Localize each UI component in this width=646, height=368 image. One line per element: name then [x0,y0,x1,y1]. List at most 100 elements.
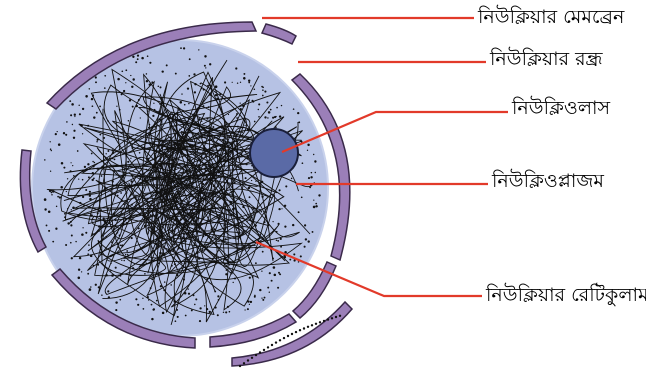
chromatin-granule [150,287,152,289]
chromatin-granule [198,49,199,50]
chromatin-granule [278,208,280,210]
chromatin-granule [301,196,303,198]
chromatin-granule [259,289,261,291]
label-nuclear-membrane: নিউক্লিয়ার মেমব্রেন [478,8,624,27]
chromatin-granule [159,252,162,255]
chromatin-granule [202,183,204,185]
chromatin-granule [261,271,262,272]
chromatin-granule [92,161,94,163]
chromatin-granule [166,115,168,117]
chromatin-granule [216,142,218,144]
chromatin-granule [180,241,182,243]
chromatin-granule [194,304,196,306]
chromatin-granule [48,211,51,214]
chromatin-granule [264,211,265,212]
ribosome-dot [327,318,329,320]
chromatin-granule [242,206,244,208]
ribosome-dot [323,320,325,322]
chromatin-granule [217,314,219,316]
chromatin-granule [250,85,251,86]
chromatin-granule [164,163,165,164]
chromatin-granule [219,93,221,95]
chromatin-granule [215,307,217,309]
chromatin-granule [77,150,79,152]
chromatin-granule [235,201,237,203]
chromatin-granule [160,285,162,287]
chromatin-granule [239,132,240,133]
chromatin-granule [213,193,215,195]
chromatin-granule [92,105,94,107]
ribosome-dot [339,315,341,317]
chromatin-granule [236,236,238,238]
chromatin-granule [293,253,295,255]
chromatin-granule [199,307,201,309]
chromatin-granule [230,201,233,204]
chromatin-granule [135,298,137,300]
chromatin-granule [298,261,300,263]
chromatin-granule [112,180,114,182]
chromatin-granule [93,165,95,167]
chromatin-granule [95,76,97,78]
chromatin-granule [148,183,150,185]
chromatin-granule [101,166,103,168]
chromatin-granule [94,162,96,164]
chromatin-granule [220,148,222,150]
chromatin-granule [146,73,148,75]
chromatin-granule [206,278,208,280]
chromatin-granule [252,100,254,102]
chromatin-granule [195,237,196,238]
chromatin-granule [180,203,181,204]
chromatin-granule [246,200,247,201]
chromatin-granule [160,119,162,121]
chromatin-granule [132,267,134,269]
chromatin-granule [281,105,282,106]
chromatin-granule [78,269,80,271]
chromatin-granule [126,250,128,252]
chromatin-granule [44,198,47,201]
chromatin-granule [149,84,151,86]
chromatin-granule [179,223,180,224]
nucleolus [250,129,298,177]
chromatin-granule [298,211,300,213]
chromatin-granule [217,182,219,184]
chromatin-granule [247,300,249,302]
chromatin-granule [100,254,102,256]
chromatin-granule [308,240,310,242]
chromatin-granule [82,133,83,134]
chromatin-granule [175,218,177,220]
chromatin-granule [124,148,125,149]
chromatin-granule [198,226,200,228]
chromatin-granule [170,238,173,241]
chromatin-granule [158,110,160,112]
chromatin-granule [174,263,176,265]
chromatin-granule [194,91,196,93]
chromatin-granule [314,160,316,162]
chromatin-granule [309,187,311,189]
chromatin-granule [79,113,81,115]
chromatin-granule [135,198,137,200]
chromatin-granule [100,209,102,211]
chromatin-granule [46,224,48,226]
chromatin-granule [248,246,250,248]
chromatin-granule [82,108,84,110]
ribosome-dot [307,326,309,328]
chromatin-granule [140,178,142,180]
chromatin-granule [246,221,248,223]
chromatin-granule [273,266,276,269]
chromatin-granule [270,109,272,111]
chromatin-granule [145,206,146,207]
chromatin-granule [251,216,253,218]
chromatin-granule [145,169,147,171]
chromatin-granule [151,278,153,280]
chromatin-granule [137,55,139,57]
ribosome-dot [247,359,249,361]
chromatin-granule [67,222,69,224]
chromatin-granule [151,318,153,320]
chromatin-granule [101,175,103,177]
chromatin-granule [110,262,111,263]
chromatin-granule [104,75,106,77]
chromatin-granule [95,284,97,286]
chromatin-granule [131,237,133,239]
chromatin-granule [173,300,175,302]
chromatin-granule [164,199,166,201]
